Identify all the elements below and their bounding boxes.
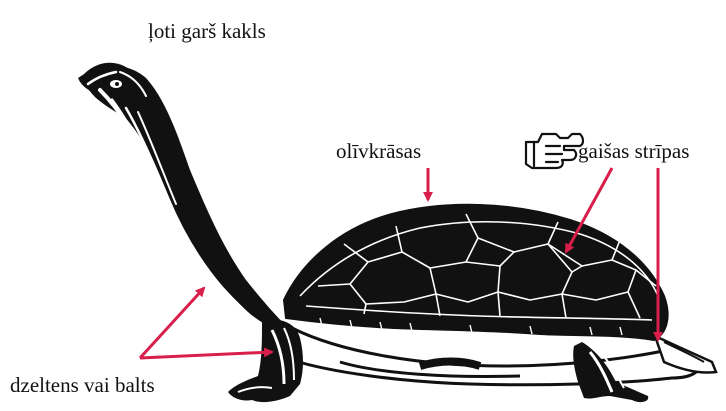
pointing-hand-icon <box>526 134 583 168</box>
label-markings: dzeltens vai balts <box>10 373 155 397</box>
label-shell-color: olīvkrāsas <box>336 139 421 163</box>
turtle-illustration <box>78 63 716 402</box>
arrow-marking-leg <box>140 352 272 358</box>
turtle-shell <box>284 205 668 340</box>
label-neck: ļoti garš kakls <box>148 19 266 43</box>
label-stripes: gaišas strīpas <box>578 139 689 163</box>
arrow-marking-neck <box>140 288 204 358</box>
turtle-front-leg <box>228 320 303 402</box>
